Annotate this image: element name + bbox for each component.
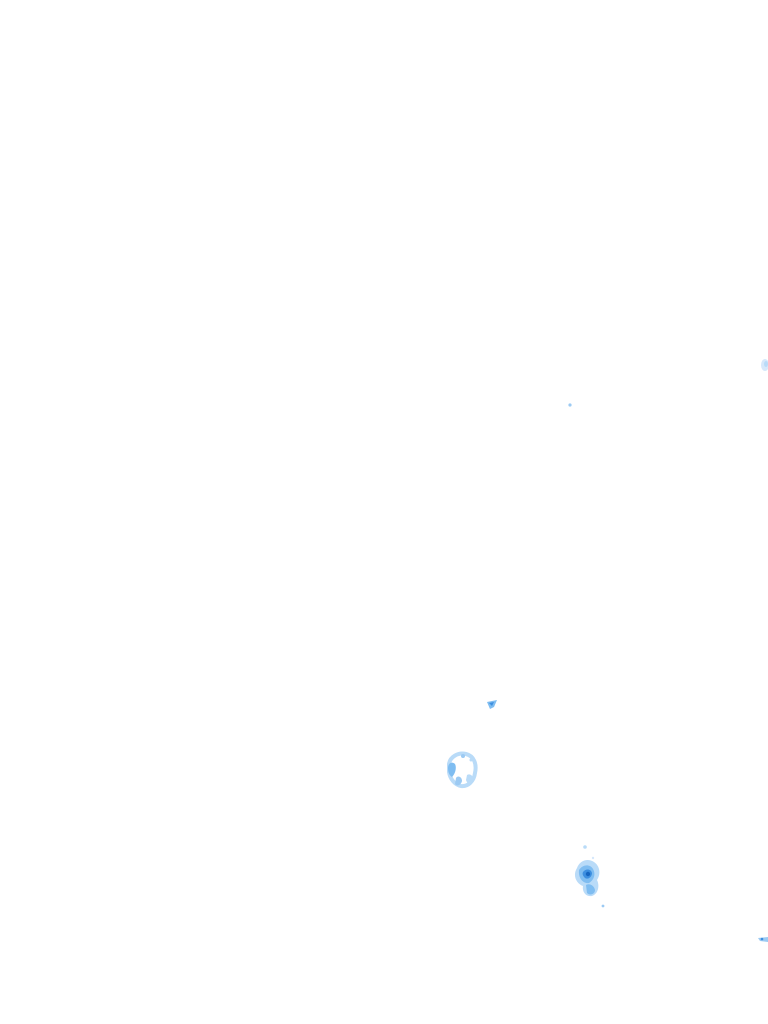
echo-speck-lower-right	[601, 904, 605, 908]
echo-speck-upper-center	[568, 403, 572, 407]
echo-cell-lower-right	[574, 845, 600, 897]
echo-cluster-ring-center-left	[447, 751, 478, 789]
echo-patch-edge-upper-right	[761, 359, 768, 371]
echo-patch-small-center	[487, 700, 497, 709]
echo-patch-edge-lower-right	[758, 937, 768, 942]
